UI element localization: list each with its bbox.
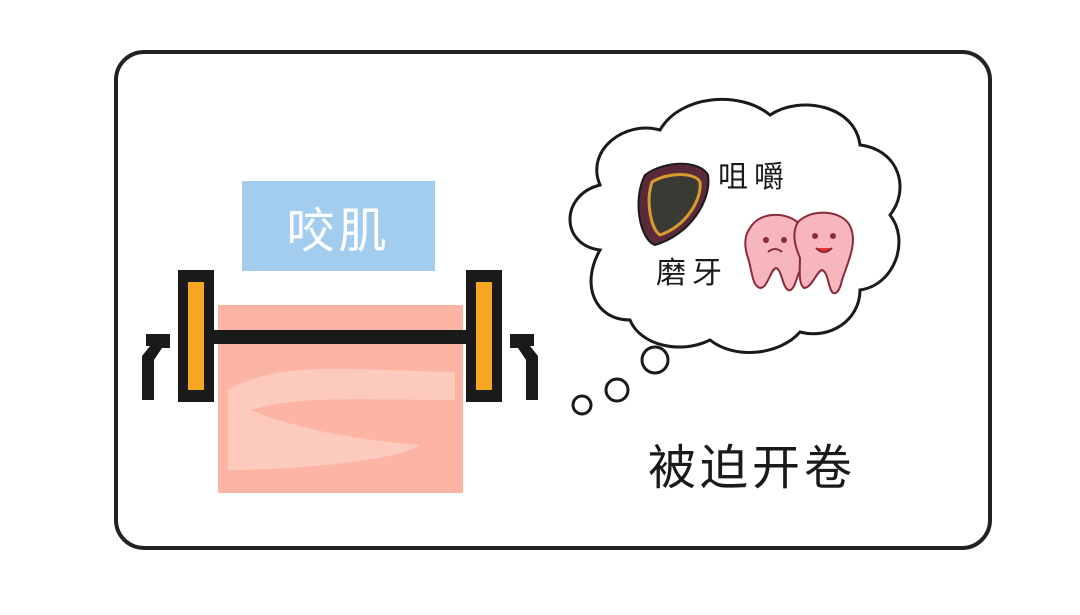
chew-label: 咀嚼 [718, 160, 790, 195]
barbell-icon [142, 270, 538, 402]
nut-icon [637, 162, 710, 247]
grind-label: 磨牙 [656, 256, 728, 291]
muscle-label: 咬肌 [242, 181, 435, 271]
forced-label: 被迫开卷 [648, 440, 857, 496]
thought-bubble-icon [568, 97, 902, 416]
teeth-icon [744, 211, 854, 295]
